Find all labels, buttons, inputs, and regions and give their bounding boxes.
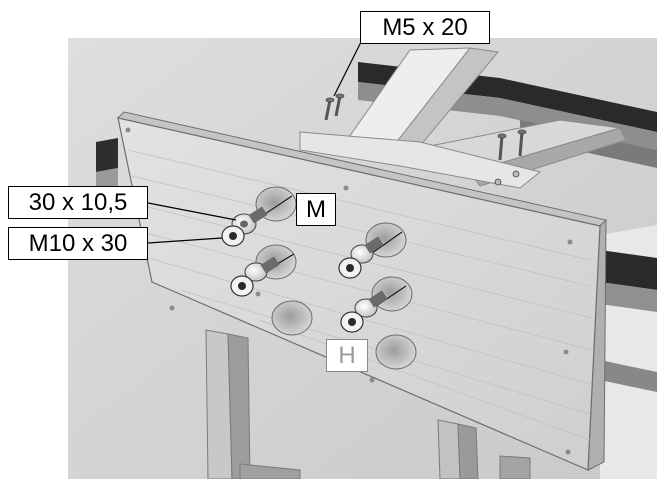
callout-screw-size: M5 x 20 [360, 11, 490, 44]
callout-part-m: M [296, 193, 336, 226]
bolt-assemblies [221, 206, 388, 333]
frame-legs [205, 329, 531, 479]
callout-washer-size: 30 x 10,5 [8, 186, 148, 219]
countersunk-screws [324, 93, 527, 186]
leader-lines [147, 39, 363, 244]
frame-struts [299, 47, 627, 189]
callout-part-h: H [326, 339, 368, 372]
callout-bolt-size: M10 x 30 [8, 227, 148, 260]
panel-screw-holes [125, 127, 573, 455]
